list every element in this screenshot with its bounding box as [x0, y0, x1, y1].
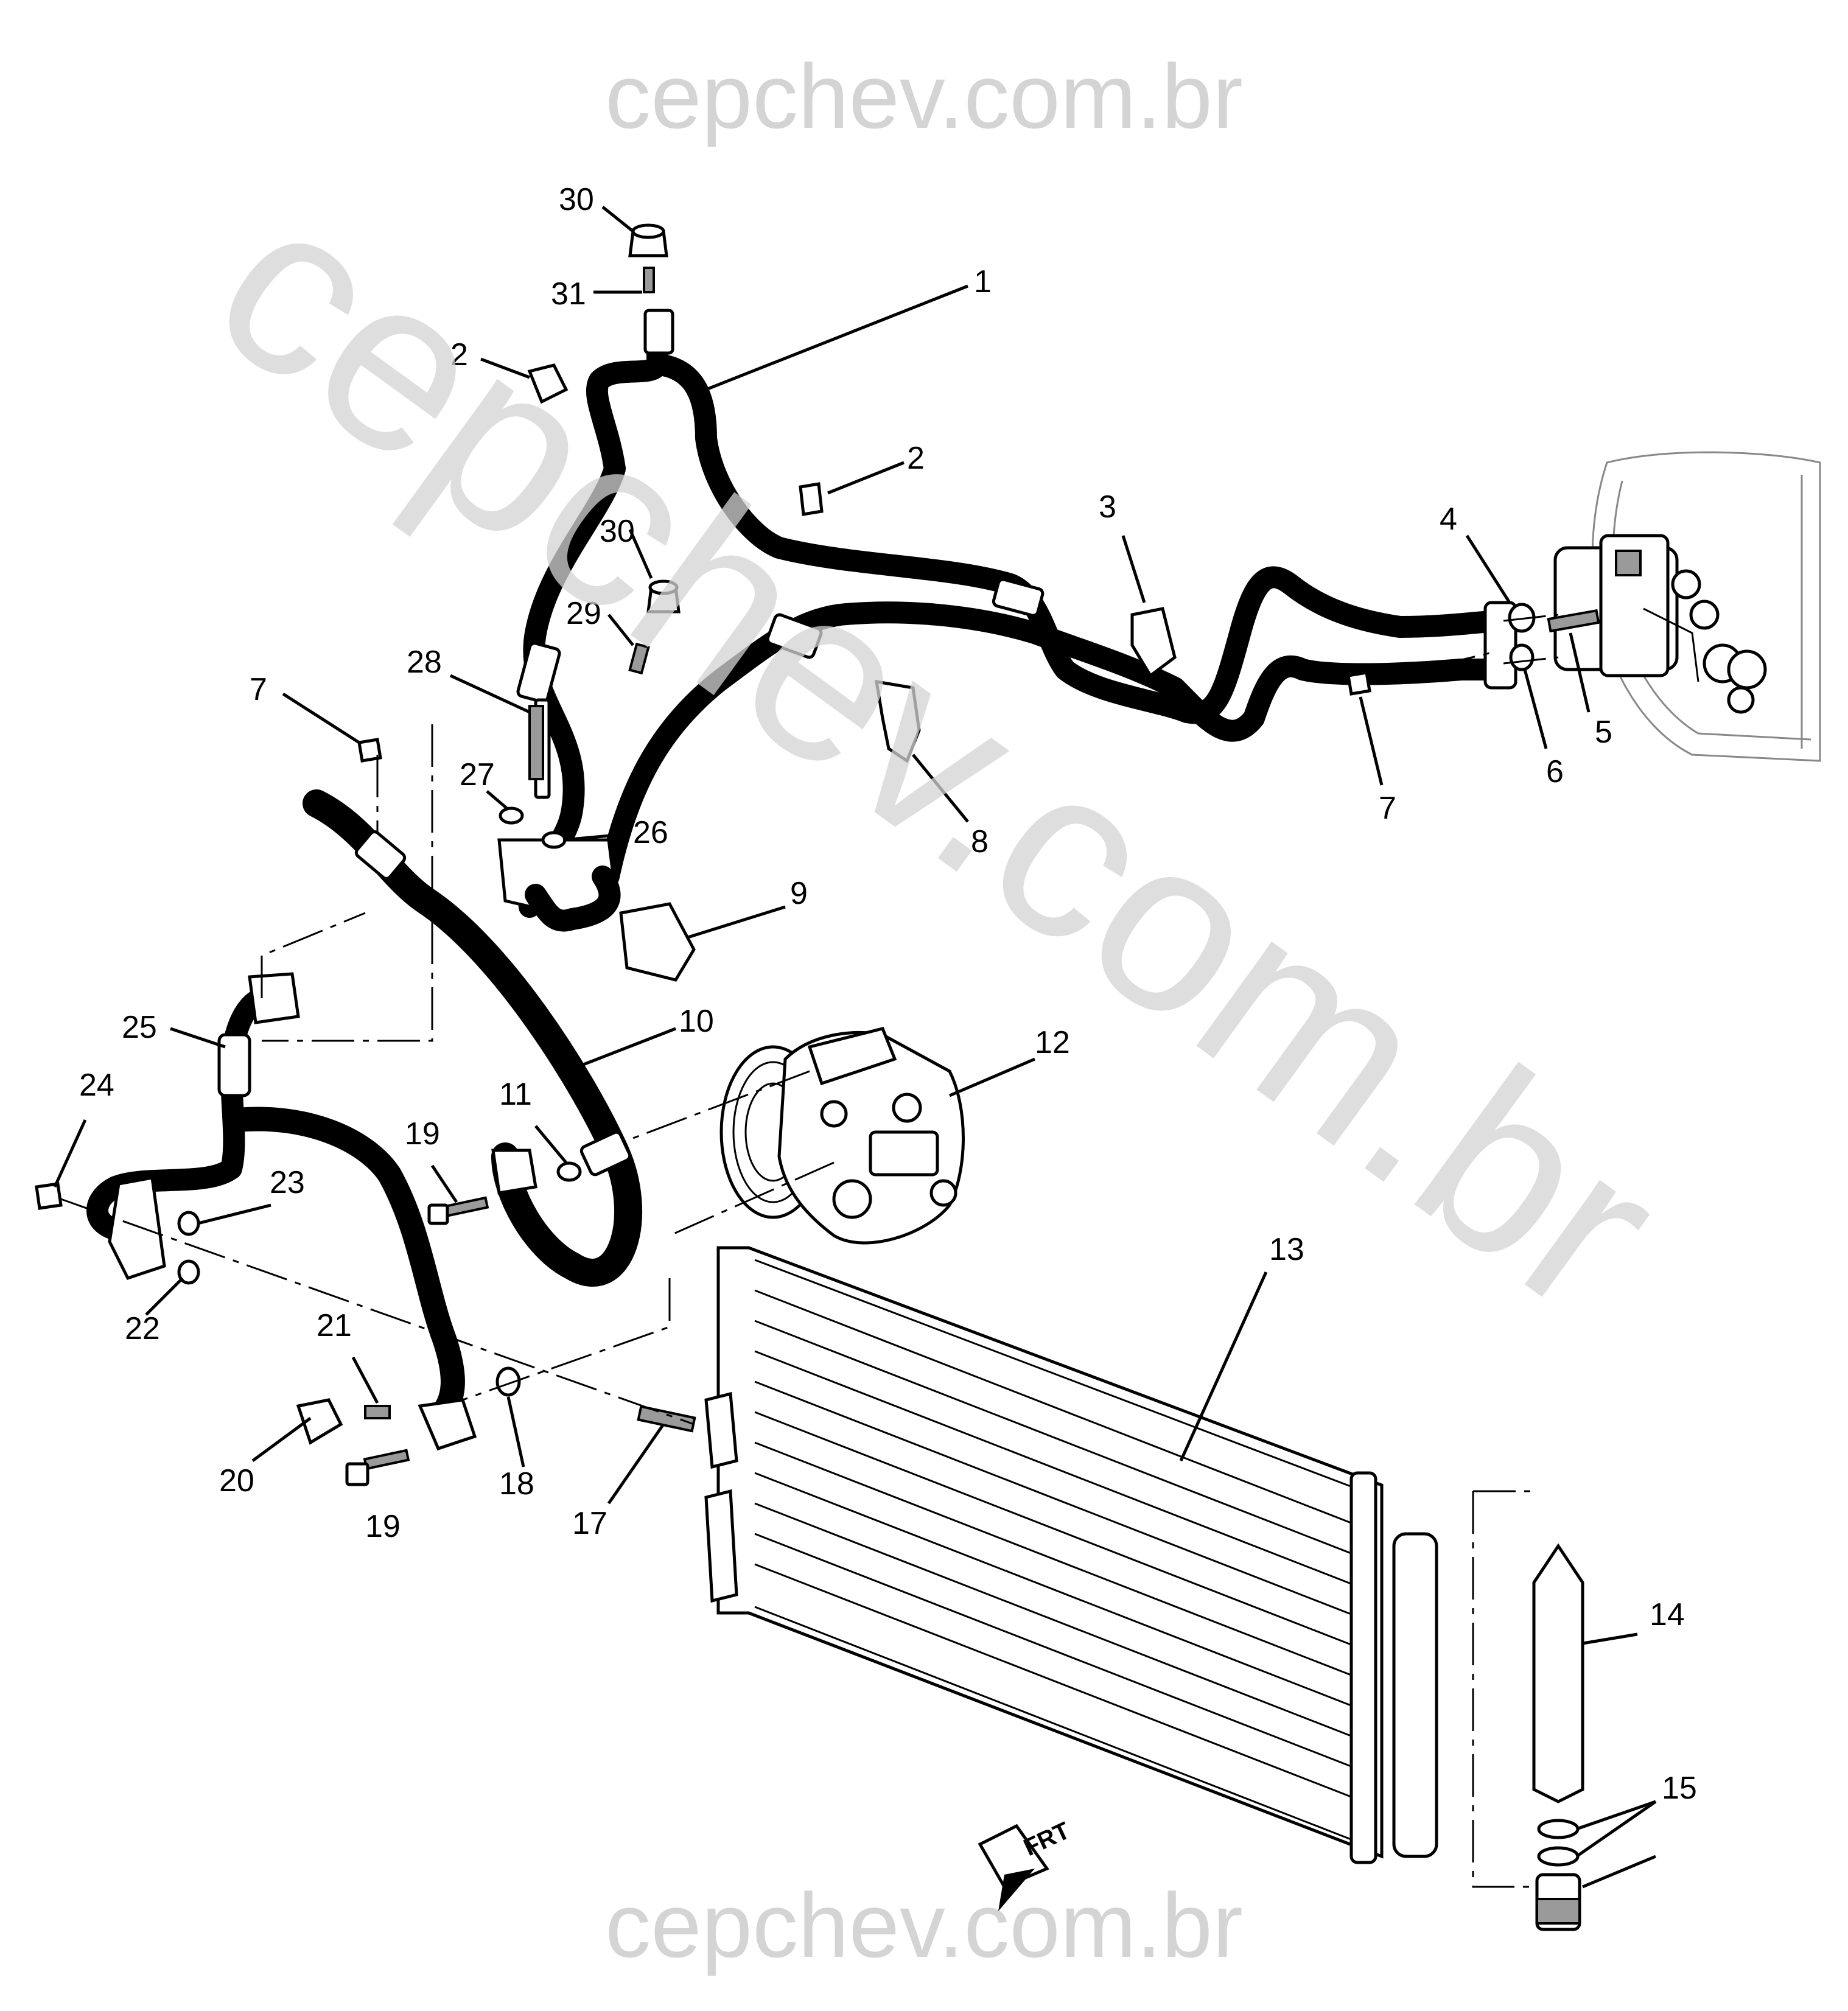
part-31-valve-core-top: [643, 267, 655, 293]
callout-20: 20: [219, 1463, 254, 1499]
callout-12: 12: [1035, 1025, 1070, 1060]
callout-7-left: 7: [250, 672, 267, 707]
callout-2-upper-left: 2: [450, 337, 468, 372]
callout-8: 8: [971, 824, 989, 859]
watermark-bottom: cepchev.com.br: [605, 1874, 1243, 1976]
callout-10: 10: [679, 1004, 714, 1039]
part-3-bracket: [1130, 607, 1177, 678]
callout-9: 9: [790, 876, 808, 911]
part-5-stud: [1547, 609, 1600, 633]
evaporator-bulkhead: [1553, 451, 1821, 762]
part-17-stud: [637, 1405, 696, 1433]
callout-11: 11: [499, 1077, 532, 1112]
callout-3: 3: [1099, 489, 1116, 525]
frt-label: FRT: [1020, 1817, 1074, 1861]
callout-6: 6: [1546, 754, 1564, 789]
part-2-clip-b: [799, 482, 824, 516]
callout-labels: 30 31 1 2 2 3 4 30 29 28 7 27 26 8 7 6 5…: [79, 182, 1697, 1806]
part-20-switch: [296, 1398, 343, 1445]
callout-14: 14: [1650, 1597, 1685, 1632]
part-27-seal: [499, 806, 524, 825]
part-7-nut-right: [1346, 671, 1371, 696]
alignment-lines: [60, 614, 1559, 1425]
callout-19-upper: 19: [405, 1116, 440, 1152]
callout-13: 13: [1269, 1232, 1304, 1267]
part-22-seal: [177, 1259, 200, 1285]
part-19-bolt-upper: [427, 1196, 489, 1225]
part-26-seal: [541, 831, 567, 849]
part-7-nut-left: [357, 738, 382, 763]
leader-lines: [53, 206, 1657, 1889]
part-29-valve-core: [628, 642, 650, 675]
part-30-cap-top: [628, 223, 668, 257]
part-12-compressor: [719, 1027, 965, 1245]
callout-15: 15: [1662, 1771, 1697, 1806]
part-19-bolt-lower: [345, 1449, 410, 1486]
callout-19-lower: 19: [365, 1509, 401, 1544]
callout-28: 28: [407, 645, 442, 680]
callout-7-right: 7: [1379, 791, 1396, 826]
part-23-seal: [177, 1211, 200, 1236]
part-6-seal: [1509, 643, 1535, 671]
watermark-top: cepchev.com.br: [605, 45, 1243, 147]
callout-21: 21: [317, 1308, 352, 1343]
part-28-stud: [528, 705, 544, 780]
part-18-seal: [495, 1366, 521, 1397]
part-30-cap-middle: [646, 579, 681, 614]
part-1-refrigerant-line: [497, 309, 1517, 932]
part-21-valve: [364, 1405, 391, 1419]
callout-17: 17: [572, 1506, 607, 1541]
callout-18: 18: [499, 1466, 534, 1502]
callout-2-upper-mid: 2: [907, 441, 925, 476]
part-15-plug-and-seals: [1535, 1819, 1581, 1931]
callout-30-middle: 30: [600, 514, 635, 549]
callout-25: 25: [122, 1010, 157, 1045]
part-13-condenser: [704, 1246, 1438, 1864]
callout-22: 22: [125, 1311, 160, 1346]
callout-5: 5: [1595, 715, 1612, 750]
part-10-hose: [303, 789, 643, 1287]
callout-23: 23: [270, 1165, 305, 1200]
part-24-nut: [35, 1182, 63, 1210]
part-25-suction-hose: [86, 972, 477, 1451]
callout-24: 24: [79, 1068, 114, 1103]
callout-31: 31: [551, 276, 586, 312]
callout-29: 29: [566, 596, 601, 631]
callout-30-top: 30: [559, 182, 594, 217]
callout-26: 26: [633, 815, 668, 850]
part-14-desiccant: [1472, 1490, 1584, 1888]
callout-4: 4: [1440, 502, 1457, 537]
part-11-seal: [556, 1161, 582, 1182]
callout-27: 27: [460, 757, 495, 792]
part-2-clip-a: [527, 363, 569, 404]
callout-1: 1: [974, 264, 992, 299]
part-9-bracket: [619, 902, 696, 982]
part-8-clip: [874, 679, 921, 763]
